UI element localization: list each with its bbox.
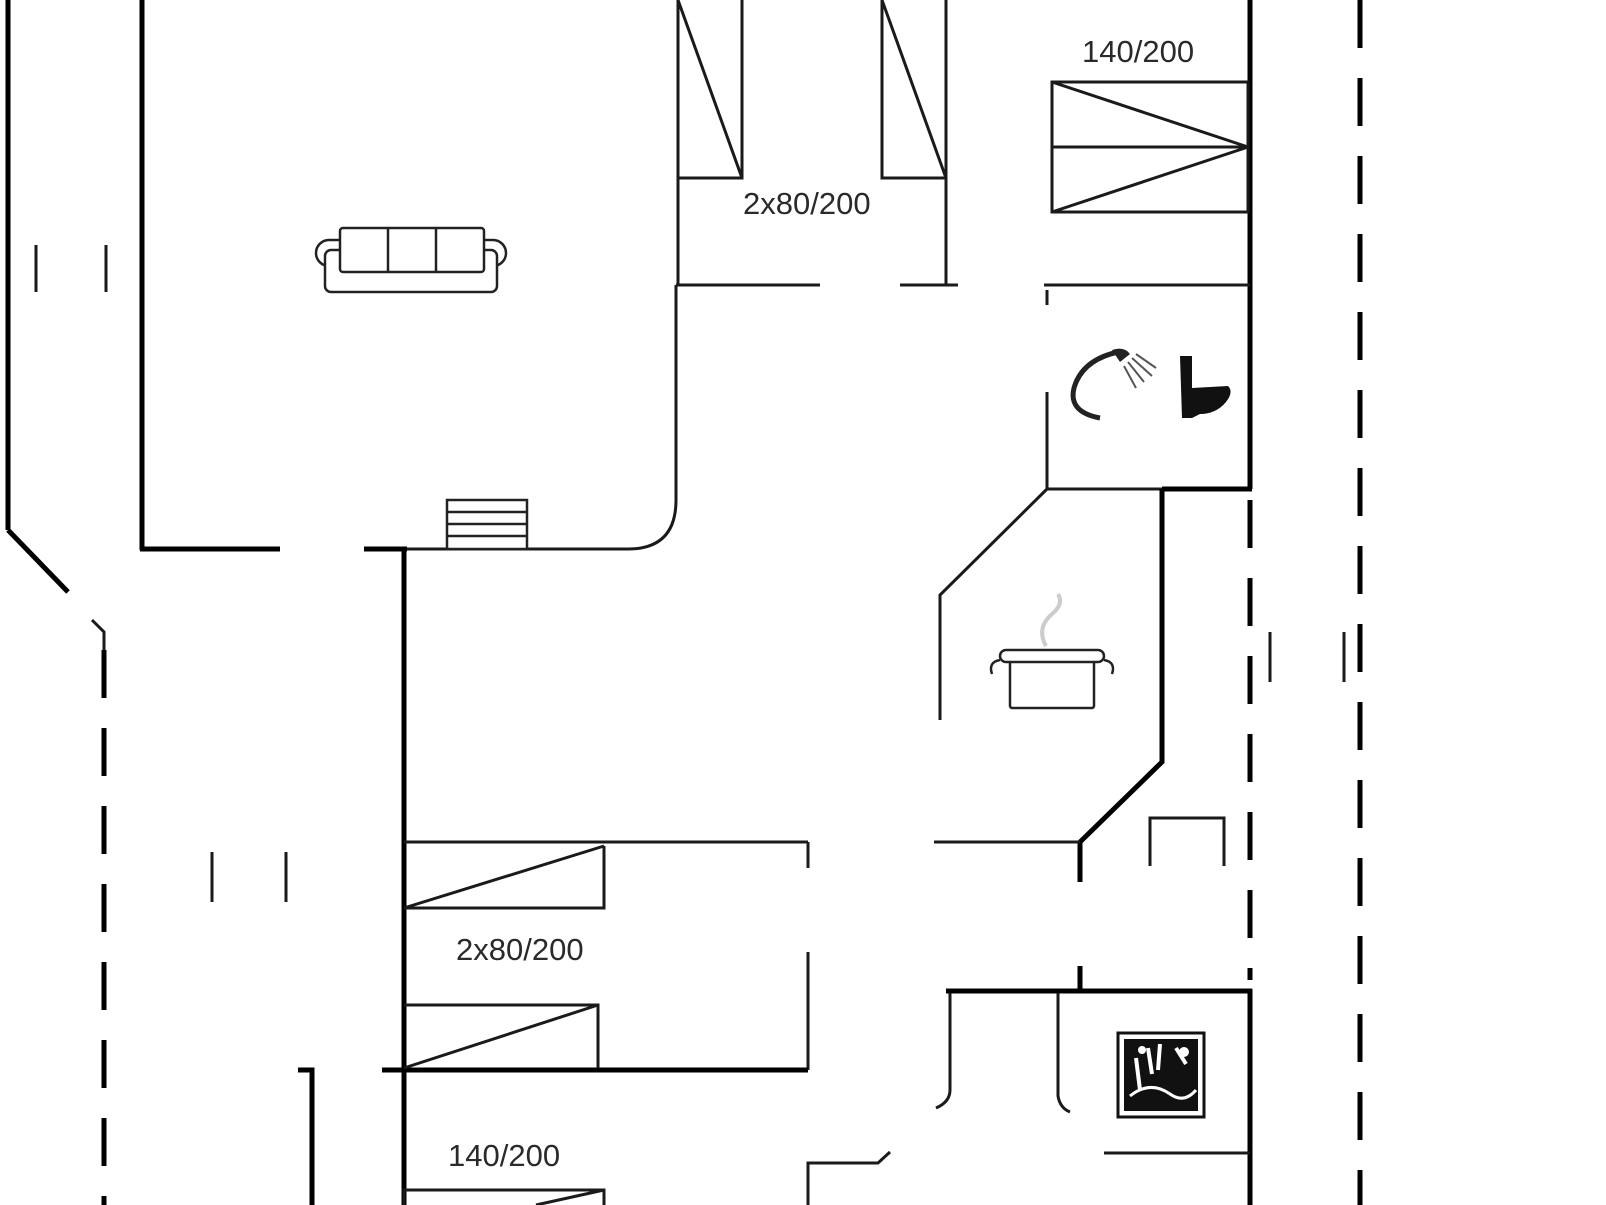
bed-size-label: 140/200 — [448, 1138, 560, 1173]
bathroom — [1045, 290, 1252, 492]
single-bed — [403, 844, 606, 910]
single-bed — [880, 0, 948, 180]
bedroom-top-left: 2x80/200 — [676, 0, 958, 287]
bedroom-bottom-left: 140/200 — [298, 1067, 606, 1205]
stairs-icon — [445, 498, 529, 551]
bed-size-label: 2x80/200 — [743, 186, 871, 221]
sauna-icon — [1116, 1031, 1206, 1119]
shower-icon — [1070, 348, 1157, 421]
double-bed — [1050, 80, 1250, 214]
cabinet — [1148, 816, 1226, 866]
bedroom-top-right: 140/200 — [1044, 0, 1253, 489]
living-room — [139, 0, 678, 552]
utility-wall — [935, 993, 952, 1110]
kitchen-east-wall — [1077, 489, 1165, 882]
bedroom-middle-left: 2x80/200 — [382, 549, 810, 1205]
double-bed-diagonal — [535, 1188, 605, 1205]
kitchen-wall — [938, 487, 1049, 720]
right-terrace — [1148, 0, 1363, 1205]
bed-size-label: 2x80/200 — [456, 932, 584, 967]
cooking-pot-icon — [989, 592, 1115, 710]
sauna-room — [806, 966, 1253, 1205]
sofa-icon — [314, 226, 508, 294]
bedroom-wall — [298, 1067, 315, 1205]
left-terrace — [5, 0, 288, 1205]
single-bed — [403, 1003, 600, 1070]
living-room-rounded-wall — [407, 285, 678, 551]
toilet-icon — [1180, 356, 1231, 418]
kitchen — [934, 487, 1165, 882]
hall-wall — [806, 1150, 892, 1205]
single-bed — [676, 0, 744, 180]
left-outer-wall-diagonal — [6, 528, 70, 594]
double-bed — [402, 1188, 606, 1205]
terrace-corner — [90, 618, 106, 650]
bed-size-label: 140/200 — [1082, 34, 1194, 69]
sauna-wall — [1056, 993, 1071, 1114]
